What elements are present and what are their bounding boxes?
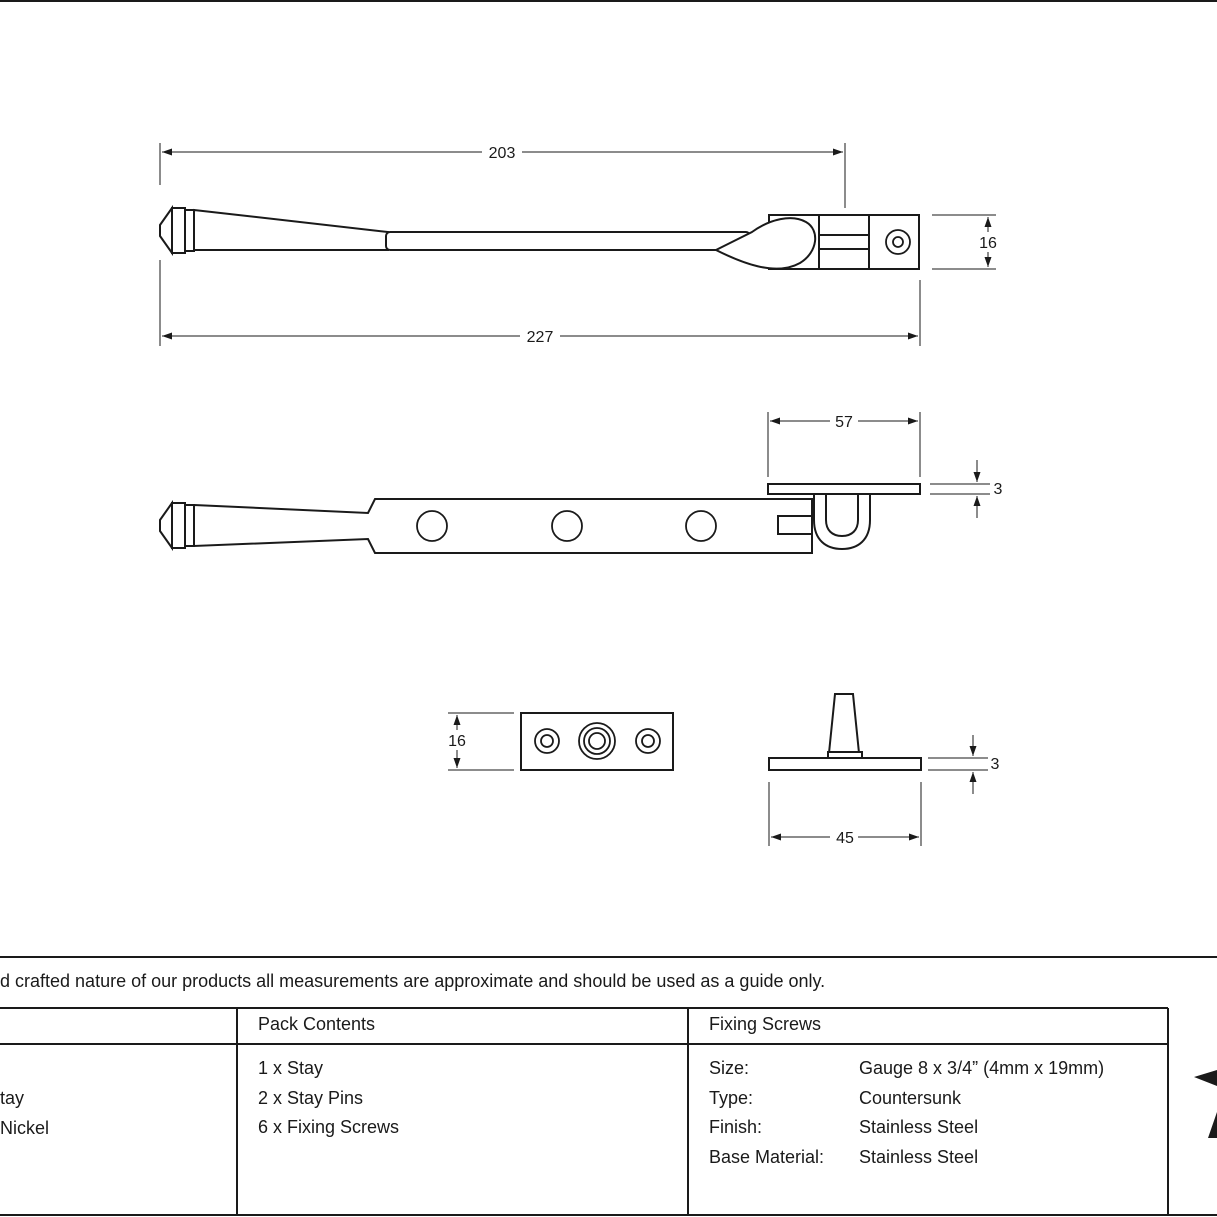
spec-label: Type: — [709, 1087, 754, 1108]
spec-label: Finish: — [709, 1117, 763, 1137]
list-item: 2 x Stay Pins — [258, 1087, 364, 1108]
fixing-screws-header: Fixing Screws — [709, 1014, 822, 1034]
product-info-fragment: tay Nickel — [0, 1088, 49, 1147]
dimension-16-top: 16 — [932, 214, 1001, 270]
dimension-label: 203 — [489, 145, 516, 162]
product-line: Nickel — [0, 1117, 50, 1138]
dimension-203: 203 — [159, 142, 846, 208]
logo-fragment-icon — [1194, 1070, 1217, 1138]
spec-value: Countersunk — [859, 1087, 962, 1108]
dimension-227: 227 — [159, 260, 921, 346]
spec-value: Stainless Steel — [859, 1117, 979, 1137]
pack-contents-header: Pack Contents — [258, 1014, 376, 1034]
dimension-3-plate: 3 — [928, 735, 1000, 794]
spec-value: Stainless Steel — [859, 1146, 979, 1167]
pin-plate-plan-view — [520, 712, 674, 771]
disclaimer-text: d crafted nature of our products all mea… — [0, 971, 826, 991]
spec-value: Gauge 8 x 3/4” (4mm x 19mm) — [859, 1058, 1105, 1078]
dimension-label: 57 — [835, 414, 853, 431]
spec-label: Base Material: — [709, 1146, 825, 1167]
list-item: 1 x Stay — [258, 1058, 324, 1078]
dimension-3-side: 3 — [930, 460, 1003, 518]
product-line: tay — [0, 1088, 25, 1108]
stay-side-view — [159, 483, 921, 554]
dimension-label: 227 — [527, 329, 554, 346]
list-item: 6 x Fixing Screws — [258, 1117, 400, 1137]
dimension-16-plate: 16 — [445, 712, 514, 771]
dimension-label: 45 — [836, 830, 854, 847]
dimension-57: 57 — [767, 411, 921, 477]
dimension-label: 3 — [991, 756, 1000, 773]
pack-contents-list: 1 x Stay 2 x Stay Pins 6 x Fixing Screws — [258, 1058, 399, 1147]
spec-label: Size: — [709, 1058, 750, 1078]
dimension-label: 3 — [994, 481, 1003, 498]
pin-plate-side-view — [768, 693, 922, 771]
dimension-45: 45 — [768, 782, 922, 847]
dimension-label: 16 — [979, 235, 997, 252]
dimension-label: 16 — [448, 733, 466, 750]
stay-plan-view — [159, 204, 920, 270]
